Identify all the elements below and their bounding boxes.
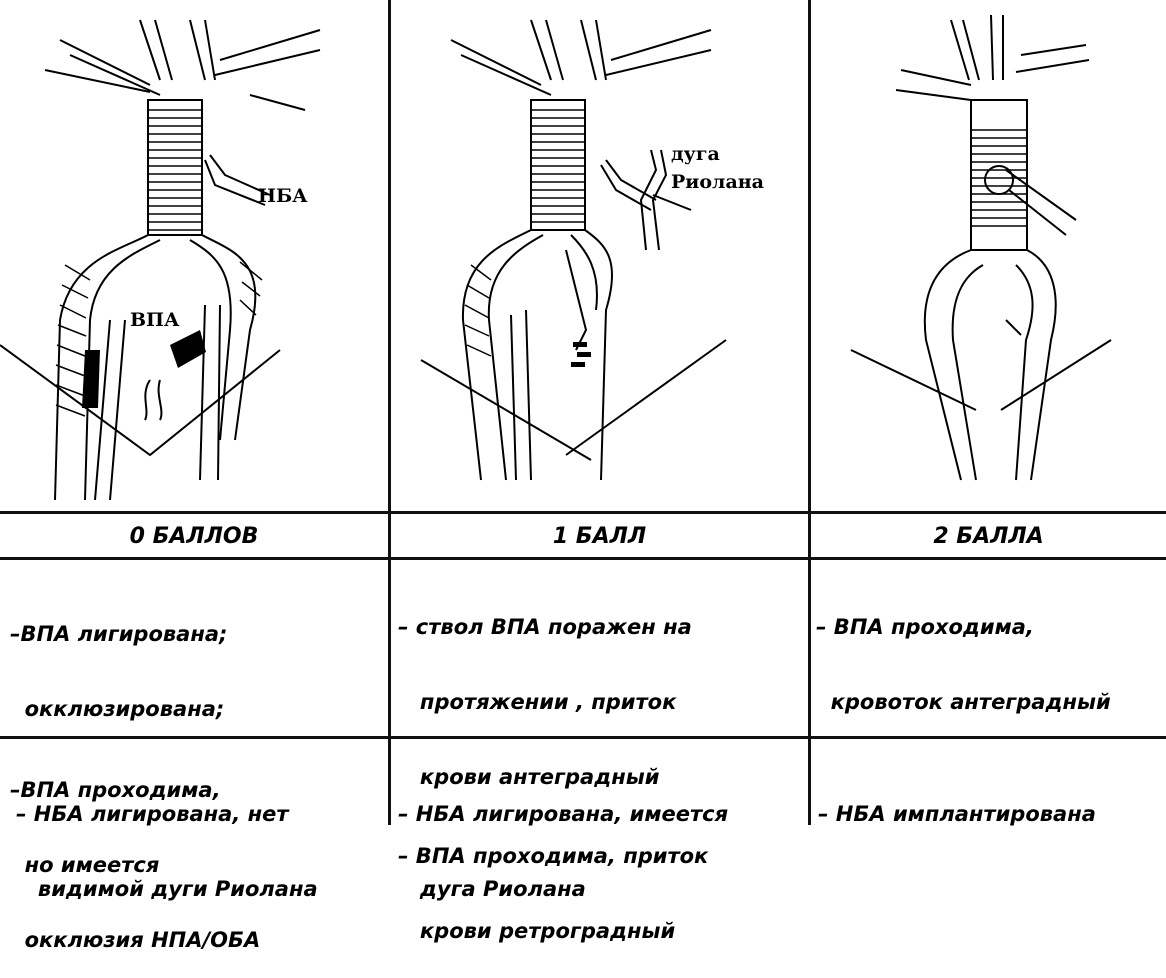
vpa-label: ВПА — [130, 309, 180, 331]
text-line: – НБА лигирована, имеется — [398, 802, 728, 827]
text-line: окклюзия НПА/ОБА — [10, 928, 260, 953]
diagram-1-points: дуга Риолана — [391, 0, 808, 511]
text-line: –ВПА лигирована; — [10, 622, 260, 647]
nba-label: НБА — [258, 185, 308, 207]
text-line: протяжении , приток — [398, 690, 708, 715]
vpa-criteria-2: – ВПА проходима, кровоток антеградный — [816, 565, 1111, 740]
column-header-0: 0 БАЛЛОВ — [0, 514, 388, 558]
text-line: окклюзирована; — [10, 697, 260, 722]
riolan-label-1: дуга — [671, 143, 720, 165]
text-line: кровоток антеградный — [816, 690, 1111, 715]
text-line: – НБА лигирована, нет — [16, 802, 318, 827]
diagram-2-points — [811, 0, 1166, 511]
text-line: видимой дуги Риолана — [16, 877, 318, 902]
column-header-2: 2 БАЛЛА — [811, 514, 1166, 558]
column-header-1: 1 БАЛЛ — [391, 514, 808, 558]
text-line: – ствол ВПА поражен на — [398, 615, 708, 640]
riolan-label-2: Риолана — [671, 171, 764, 193]
text-line: – ВПА проходима, — [816, 615, 1111, 640]
nba-criteria-1: – НБА лигирована, имеется дуга Риолана — [398, 752, 728, 927]
nba-criteria-0: – НБА лигирована, нет видимой дуги Риола… — [16, 752, 318, 927]
nba-criteria-2: – НБА имплантирована — [818, 752, 1096, 852]
text-line: дуга Риолана — [398, 877, 728, 902]
text-line: – НБА имплантирована — [818, 802, 1096, 827]
diagram-0-points: НБА ВПА — [0, 0, 388, 511]
